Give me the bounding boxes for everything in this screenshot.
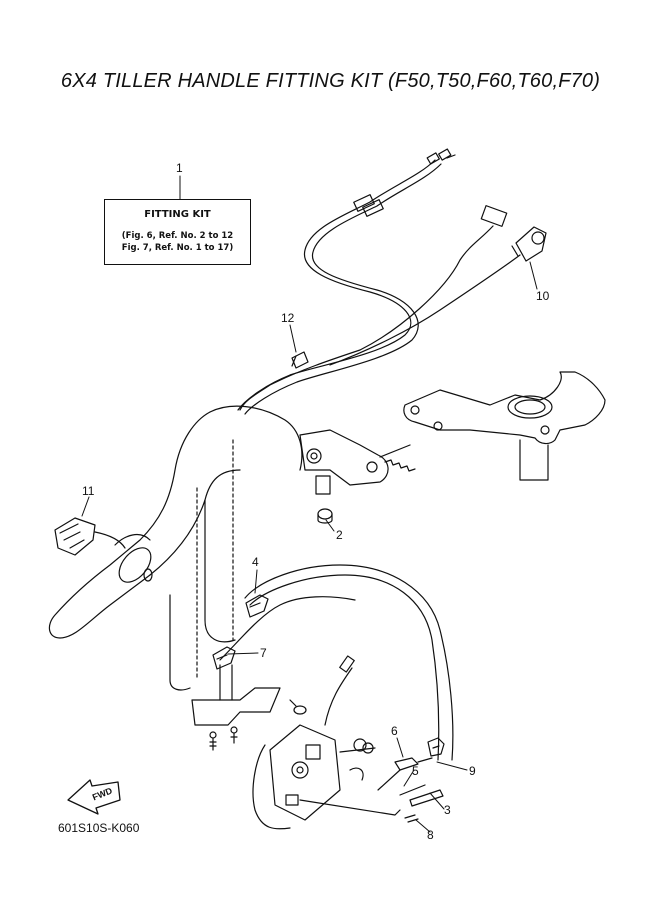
- page-title: 6X4 TILLER HANDLE FITTING KIT (F50,T50,F…: [60, 70, 601, 92]
- callout-2: 2: [336, 528, 343, 542]
- lower-cable-loops: [219, 564, 454, 830]
- fitting-kit-heading: FITTING KIT: [144, 209, 211, 220]
- cable-clamp-12: [291, 351, 309, 369]
- nut-2: [317, 508, 333, 524]
- callout-3: 3: [444, 803, 451, 817]
- callout-6: 6: [391, 724, 398, 738]
- throttle-assembly: [269, 655, 376, 821]
- stop-switch-11: [54, 517, 126, 556]
- throttle-shift-cables: [237, 148, 456, 415]
- callout-1: 1: [176, 161, 183, 175]
- callout-5: 5: [412, 764, 419, 778]
- link-rods: [299, 757, 444, 816]
- callout-7: 7: [260, 646, 267, 660]
- clip-9: [427, 737, 445, 757]
- callout-9: 9: [469, 764, 476, 778]
- tiller-bracket: [299, 429, 416, 495]
- callout-10: 10: [536, 289, 550, 303]
- callout-8: 8: [427, 828, 434, 842]
- tiller-handle: [48, 405, 303, 691]
- callout-4: 4: [252, 555, 259, 569]
- cable-clip-7: [212, 646, 236, 670]
- cable-clip-4: [245, 594, 269, 618]
- mounting-plate: [191, 664, 281, 751]
- fitting-kit-box: FITTING KIT (Fig. 6, Ref. No. 2 to 12 Fi…: [104, 199, 251, 265]
- callout-12: 12: [281, 311, 295, 325]
- wiring-harness: [239, 205, 547, 411]
- steering-arm: [403, 371, 606, 481]
- fitting-kit-ref-line-2: Fig. 7, Ref. No. 1 to 17): [121, 243, 234, 253]
- leader-lines: [81, 175, 538, 833]
- pin-8: [404, 814, 419, 823]
- fitting-kit-ref-line-1: (Fig. 6, Ref. No. 2 to 12: [121, 231, 234, 241]
- diagram-code: 601S10S-K060: [58, 821, 140, 835]
- fwd-arrow: [67, 779, 121, 815]
- callout-11: 11: [82, 484, 95, 498]
